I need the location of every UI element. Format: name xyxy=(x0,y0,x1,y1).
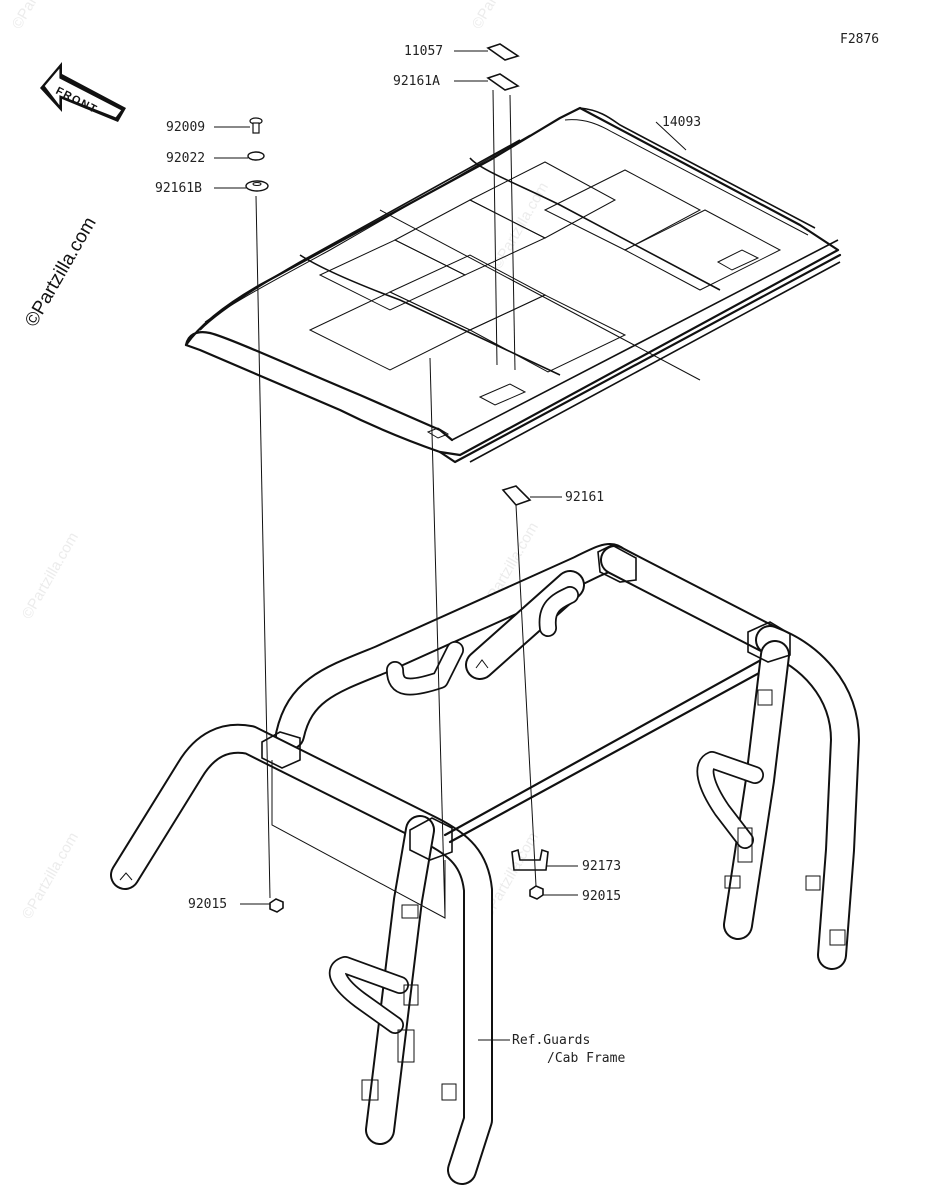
label-92161A: 92161A xyxy=(393,74,440,89)
watermark: ©Partzilla.com xyxy=(9,0,72,32)
label-92161: 92161 xyxy=(565,490,604,505)
washer-92022-icon xyxy=(247,151,265,161)
label-14093: 14093 xyxy=(662,115,701,130)
label-92173: 92173 xyxy=(582,859,621,874)
cab-frame xyxy=(110,543,860,1185)
washer-92161B-icon xyxy=(245,180,269,192)
part-labels: 11057 92161A 92009 92022 92161B 14093 92… xyxy=(155,44,701,1066)
figure-code: F2876 xyxy=(840,32,879,47)
label-92161B: 92161B xyxy=(155,181,202,196)
label-92022: 92022 xyxy=(166,151,205,166)
watermark-dark: ©Partzilla.com xyxy=(21,214,101,331)
label-92009: 92009 xyxy=(166,120,205,135)
ref-note-line1: Ref.Guards xyxy=(512,1033,590,1048)
plate-11057-icon xyxy=(486,43,520,61)
watermark: ©Partzilla.com xyxy=(19,830,82,922)
roof-panel xyxy=(184,106,842,464)
nut-92015-left-icon xyxy=(269,898,284,913)
watermark: ©Partzilla.com xyxy=(19,530,82,622)
label-92015-right: 92015 xyxy=(582,889,621,904)
leaders xyxy=(214,50,687,1041)
bolt-92009-icon xyxy=(249,117,263,134)
ref-note-line2: /Cab Frame xyxy=(547,1051,625,1066)
clamp-92173-icon xyxy=(511,848,549,871)
nut-92015-right-icon xyxy=(529,885,544,900)
pad-92161A-icon xyxy=(486,73,520,91)
hardware xyxy=(245,43,549,913)
label-11057: 11057 xyxy=(404,44,443,59)
label-92015-left: 92015 xyxy=(188,897,227,912)
front-arrow-icon: FRONT xyxy=(40,62,126,122)
pad-92161-icon xyxy=(501,485,532,506)
watermark: ©Partzilla.com xyxy=(469,0,532,32)
mount-lines xyxy=(255,89,537,919)
